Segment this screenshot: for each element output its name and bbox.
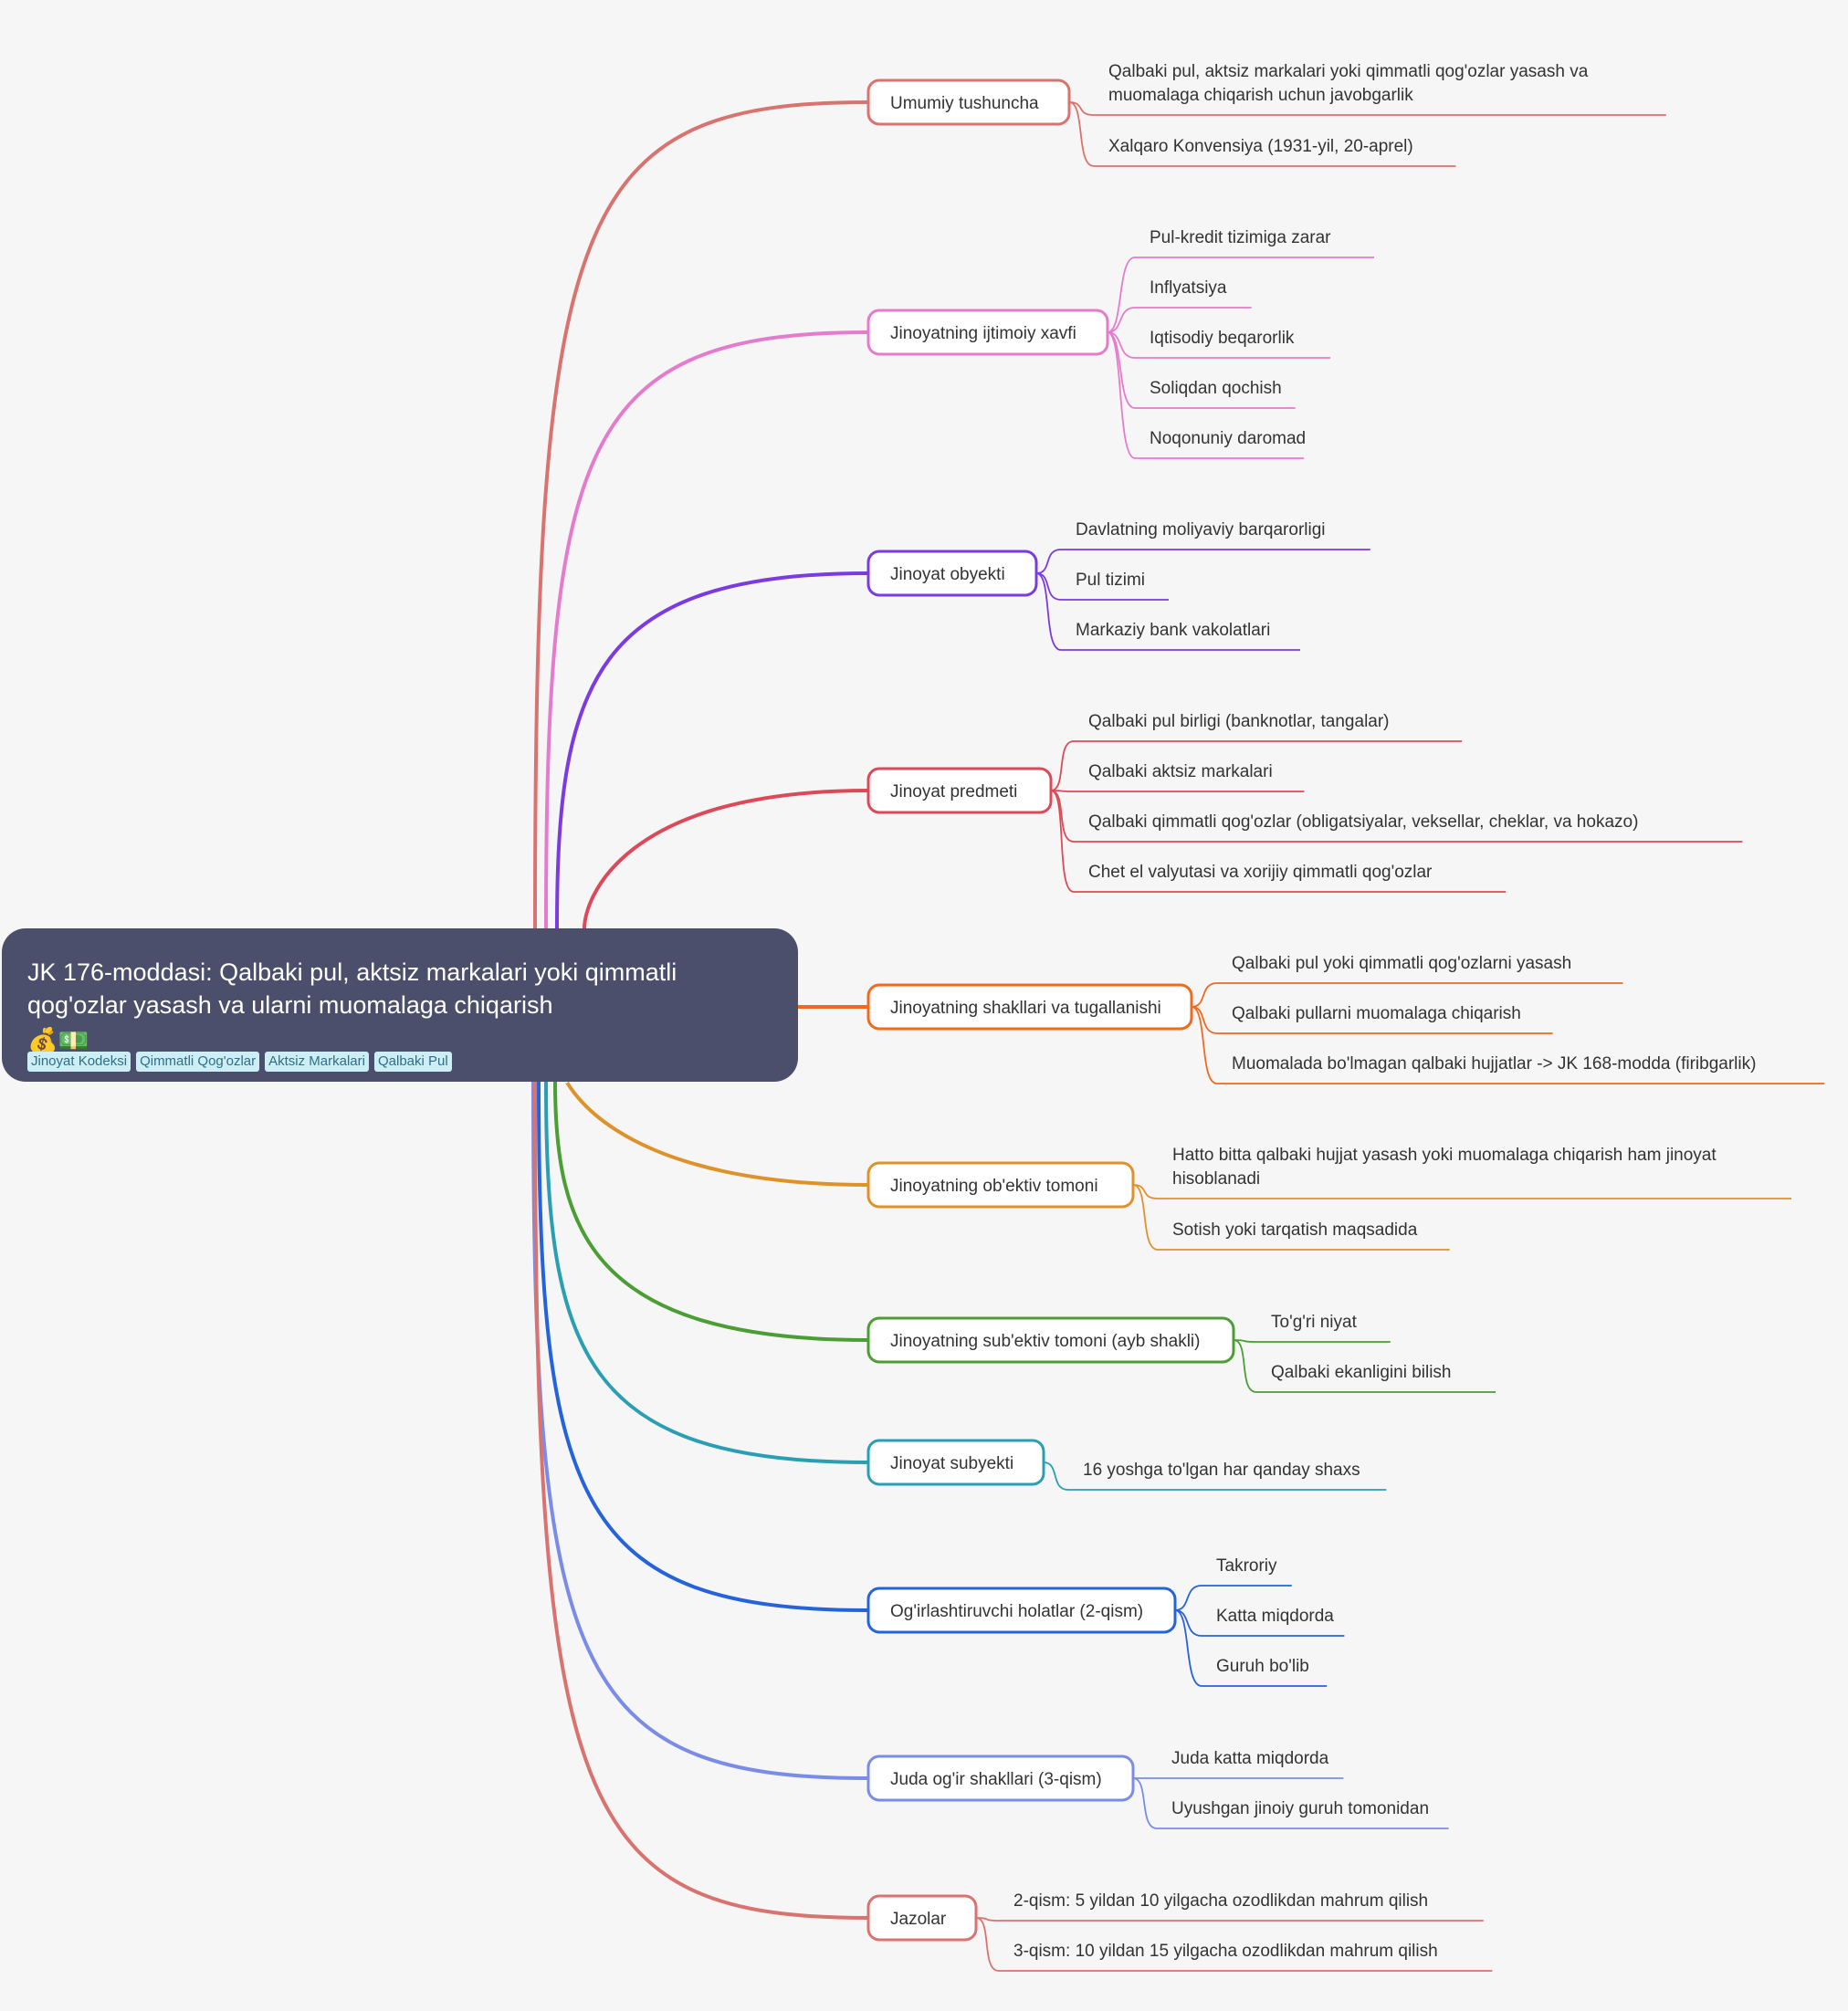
leaf-label[interactable]: Guruh bo'lib	[1216, 1657, 1309, 1676]
leaf-label[interactable]: hisoblanadi	[1172, 1169, 1260, 1189]
leaf-connector	[1233, 1339, 1496, 1393]
tag-qalbaki-pul: Qalbaki Pul	[373, 1052, 452, 1072]
leaf-connector	[1035, 572, 1300, 651]
branch-connector	[544, 330, 869, 929]
root-tags: Jinoyat Kodeksi Qimmatli Qog'ozlar Aktsi…	[27, 1052, 452, 1072]
leaf-label[interactable]: Qalbaki ekanligini bilish	[1271, 1363, 1452, 1382]
leaf-connector	[1035, 572, 1169, 601]
leaf-connector	[1050, 790, 1507, 893]
leaf-label[interactable]: Juda katta miqdorda	[1171, 1749, 1329, 1768]
branch-group: Jinoyatning shakllari va tugallanishi Qal…	[798, 954, 1825, 1084]
leaf-label[interactable]: Hatto bitta qalbaki hujjat yasash yoki m…	[1172, 1146, 1717, 1165]
leaf-connector	[1132, 1184, 1791, 1199]
leaf-label[interactable]: Muomalada bo'lmagan qalbaki hujjatlar ->…	[1232, 1054, 1756, 1074]
branch-connector	[583, 789, 869, 929]
branch-label: Jinoyatning sub'ektiv tomoni (ayb shakli…	[890, 1332, 1200, 1351]
leaf-label[interactable]: Takroriy	[1216, 1556, 1277, 1576]
leaf-connector	[1043, 1461, 1387, 1491]
leaf-label[interactable]: 16 yoshga to'lgan har qanday shaxs	[1083, 1461, 1360, 1480]
branch-label: Og'irlashtiruvchi holatlar (2-qism)	[890, 1602, 1143, 1621]
leaf-label[interactable]: muomalaga chiqarish uchun javobgarlik	[1108, 86, 1413, 105]
branch-label: Umumiy tushuncha	[890, 94, 1039, 113]
leaf-label[interactable]: Pul-kredit tizimiga zarar	[1150, 228, 1331, 247]
leaf-label[interactable]: Xalqaro Konvensiya (1931-yil, 20-aprel)	[1108, 137, 1413, 156]
branch-label: Jinoyatning ijtimoiy xavfi	[890, 324, 1076, 343]
leaf-label[interactable]: Davlatning moliyaviy barqarorligi	[1076, 520, 1326, 539]
leaf-label[interactable]: Qalbaki pul yoki qimmatli qog'ozlarni ya…	[1232, 954, 1571, 973]
leaf-label[interactable]: Iqtisodiy beqarorlik	[1150, 329, 1295, 348]
leaf-connector	[1107, 331, 1330, 359]
leaf-connector	[1050, 740, 1463, 791]
leaf-label[interactable]: Qalbaki pullarni muomalaga chiqarish	[1232, 1004, 1521, 1023]
leaf-label[interactable]: To'g'ri niyat	[1271, 1313, 1358, 1332]
leaf-connector	[1191, 1006, 1825, 1084]
leaf-label[interactable]: Pul tizimi	[1076, 571, 1145, 590]
leaf-connector	[1174, 1609, 1345, 1637]
leaf-connector	[1107, 331, 1305, 459]
leaf-label[interactable]: Uyushgan jinoiy guruh tomonidan	[1171, 1799, 1429, 1818]
leaf-connector	[1132, 1184, 1450, 1251]
branch-label: Jazolar	[890, 1910, 947, 1929]
branch-label: Jinoyat obyekti	[890, 565, 1005, 584]
leaf-label[interactable]: Chet el valyutasi va xorijiy qimmatli qo…	[1088, 863, 1433, 882]
branch-group: Jinoyat subyekti 16 yoshga to'lgan har qa…	[544, 1081, 1387, 1491]
branch-connector	[531, 1081, 869, 1780]
leaf-label[interactable]: Qalbaki pul birligi (banknotlar, tangala…	[1088, 712, 1390, 731]
root-title: JK 176-moddasi: Qalbaki pul, aktsiz mark…	[27, 958, 677, 1019]
branch-group: Og'irlashtiruvchi holatlar (2-qism) Takro…	[537, 1081, 1345, 1687]
leaf-connector	[1191, 982, 1623, 1008]
branch-group: Jinoyat obyekti Davlatning moliyaviy barq…	[555, 520, 1370, 929]
leaf-connector	[1174, 1585, 1292, 1611]
leaf-label[interactable]: Qalbaki qimmatli qog'ozlar (obligatsiyal…	[1088, 812, 1638, 832]
branch-label: Juda og'ir shakllari (3-qism)	[890, 1770, 1102, 1789]
leaf-label[interactable]: Inflyatsiya	[1150, 278, 1227, 298]
leaf-connector	[975, 1917, 1493, 1972]
branch-connector	[533, 100, 869, 929]
tag-jinoyat-kodeksi: Jinoyat Kodeksi	[27, 1052, 131, 1072]
branch-connector	[564, 1079, 869, 1187]
leaf-connector	[1233, 1339, 1391, 1343]
leaf-connector	[1191, 1006, 1553, 1034]
leaf-connector	[1107, 257, 1374, 333]
branch-group: Jinoyatning sub'ektiv tomoni (ayb shakli…	[553, 1081, 1496, 1393]
branch-connector	[544, 1081, 869, 1464]
branch-label: Jinoyat subyekti	[890, 1454, 1013, 1473]
branch-label: Jinoyatning shakllari va tugallanishi	[890, 999, 1161, 1018]
branch-connector	[555, 571, 869, 929]
leaf-label[interactable]: Qalbaki pul, aktsiz markalari yoki qimma…	[1108, 62, 1589, 81]
leaf-connector	[1068, 101, 1666, 116]
leaf-label[interactable]: Sotish yoki tarqatish maqsadida	[1172, 1220, 1418, 1240]
leaf-connector	[1132, 1777, 1449, 1829]
branch-connector	[553, 1081, 869, 1342]
branch-group: Jinoyat predmeti Qalbaki pul birligi (ban…	[583, 712, 1743, 929]
leaf-label[interactable]: 3-qism: 10 yildan 15 yilgacha ozodlikdan…	[1013, 1942, 1438, 1961]
leaf-connector	[1035, 549, 1370, 574]
leaf-connector	[1068, 101, 1456, 167]
branch-label: Jinoyat predmeti	[890, 782, 1017, 801]
leaf-connector	[1050, 790, 1743, 843]
leaf-label[interactable]: Soliqdan qochish	[1150, 379, 1282, 398]
tag-aktsiz-markalari: Aktsiz Markalari	[265, 1052, 369, 1072]
leaf-label[interactable]: Markaziy bank vakolatlari	[1076, 621, 1270, 640]
root-node[interactable]: JK 176-moddasi: Qalbaki pul, aktsiz mark…	[2, 928, 798, 1082]
leaf-label[interactable]: 2-qism: 5 yildan 10 yilgacha ozodlikdan …	[1013, 1891, 1428, 1911]
branch-group: Jinoyatning ijtimoiy xavfi Pul-kredit tiz…	[544, 228, 1374, 929]
leaf-connector	[1107, 307, 1252, 333]
branch-group: Jazolar 2-qism: 5 yildan 10 yilgacha ozod…	[533, 1081, 1493, 1972]
branch-group: Jinoyatning ob'ektiv tomoni Hatto bitta q…	[564, 1079, 1791, 1251]
branch-connector	[533, 1081, 869, 1920]
branch-group: Umumiy tushuncha Qalbaki pul, aktsiz mark…	[533, 62, 1666, 929]
tag-qimmatli-qogozlar: Qimmatli Qog'ozlar	[136, 1052, 260, 1072]
leaf-label[interactable]: Noqonuniy daromad	[1150, 429, 1306, 448]
leaf-label[interactable]: Qalbaki aktsiz markalari	[1088, 762, 1273, 781]
money-emoji-icon: 💰💵	[27, 1027, 89, 1054]
leaf-connector	[975, 1917, 1484, 1922]
branch-label: Jinoyatning ob'ektiv tomoni	[890, 1177, 1098, 1196]
branch-connector	[537, 1081, 869, 1612]
leaf-connector	[1174, 1609, 1328, 1687]
leaf-label[interactable]: Katta miqdorda	[1216, 1607, 1334, 1626]
